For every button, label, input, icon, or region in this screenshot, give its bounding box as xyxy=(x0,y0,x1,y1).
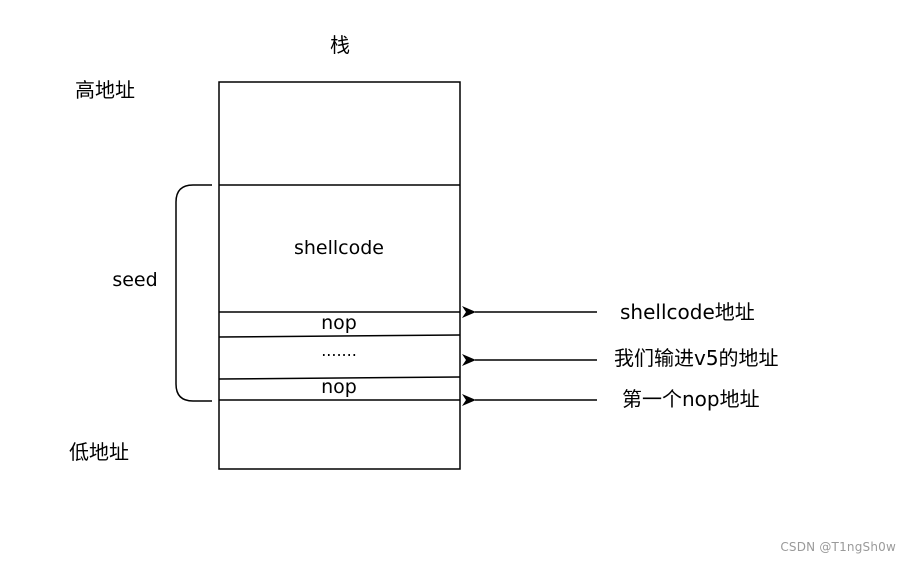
divider-nop-bottom-top xyxy=(218,376,461,380)
divider-nop-top-bottom xyxy=(218,334,461,338)
v5-address-label: 我们输进v5的地址 xyxy=(614,346,779,370)
stack-box xyxy=(218,81,461,470)
high-address-label: 高地址 xyxy=(75,78,135,102)
seed-brace xyxy=(175,184,212,402)
csdn-watermark: CSDN @T1ngSh0w xyxy=(780,540,896,554)
low-address-label: 低地址 xyxy=(69,440,129,464)
shellcode-address-label: shellcode地址 xyxy=(620,300,755,324)
first-nop-address-label: 第一个nop地址 xyxy=(622,387,760,411)
diagram-title: 栈 xyxy=(330,33,350,57)
nop-bottom-cell-label: nop xyxy=(321,376,357,398)
dots-cell-label: ....... xyxy=(321,341,357,360)
seed-label: seed xyxy=(112,269,157,291)
shellcode-cell-label: shellcode xyxy=(294,237,384,259)
nop-top-cell-label: nop xyxy=(321,312,357,334)
